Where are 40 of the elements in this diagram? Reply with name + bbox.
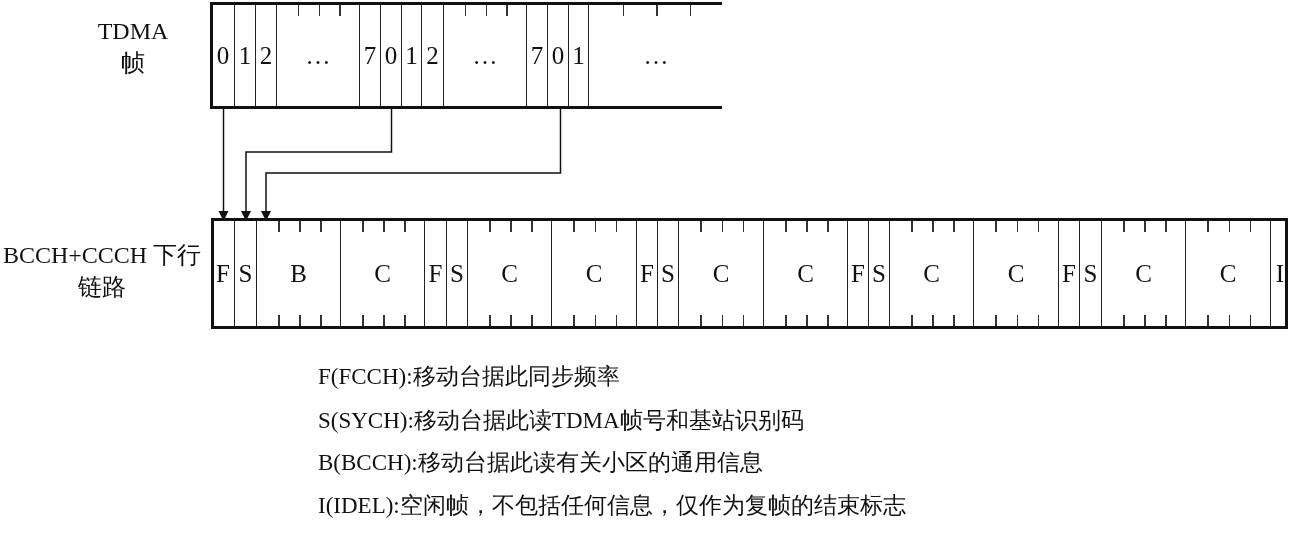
time-slot-cell: … xyxy=(444,5,527,106)
time-slot-cell: 0 xyxy=(548,5,569,106)
time-slot-cell: 7 xyxy=(360,5,381,106)
time-slot-cell: F xyxy=(425,221,447,326)
time-slot-cell: 7 xyxy=(527,5,548,106)
time-slot-cell: F xyxy=(212,221,235,326)
time-slot-cell: C xyxy=(341,221,425,326)
time-slot-cell: C xyxy=(1186,221,1271,326)
time-slot-cell: 0 xyxy=(381,5,402,106)
legend-note: B(BCCH):移动台据此读有关小区的通用信息 xyxy=(318,449,763,477)
time-slot-cell: B xyxy=(257,221,341,326)
time-slot-cell: C xyxy=(679,221,764,326)
time-slot-cell: F xyxy=(637,221,658,326)
time-slot-cell: 2 xyxy=(256,5,277,106)
time-slot-cell: … xyxy=(277,5,360,106)
time-slot-cell: 0 xyxy=(212,5,235,106)
time-slot-cell: F xyxy=(1059,221,1080,326)
time-slot-cell: C xyxy=(468,221,552,326)
time-slot-cell: S xyxy=(235,221,257,326)
legend-note: F(FCCH):移动台据此同步频率 xyxy=(318,363,620,391)
time-slot-cell: C xyxy=(552,221,637,326)
time-slot-cell: 1 xyxy=(235,5,256,106)
time-slot-cell: 1 xyxy=(569,5,589,106)
time-slot-cell: C xyxy=(890,221,974,326)
time-slot-cell: … xyxy=(589,5,723,106)
legend-note: S(SYCH):移动台据此读TDMA帧号和基站识别码 xyxy=(318,407,804,435)
time-slot-cell: 1 xyxy=(402,5,422,106)
frame-label: TDMA 帧 xyxy=(96,17,170,78)
time-slot-cell: I xyxy=(1271,221,1289,326)
time-slot-cell: C xyxy=(764,221,848,326)
time-slot-cell: 2 xyxy=(422,5,444,106)
time-slot-cell: S xyxy=(658,221,679,326)
time-slot-cell: S xyxy=(447,221,468,326)
time-slot-cell: S xyxy=(869,221,890,326)
time-slot-cell: F xyxy=(848,221,869,326)
frame-label: BCCH+CCCH 下行链路 xyxy=(2,241,202,302)
time-slot-cell: S xyxy=(1080,221,1102,326)
legend-note: I(IDEL):空闲帧，不包括任何信息，仅作为复帧的结束标志 xyxy=(318,492,906,520)
time-slot-cell: C xyxy=(1102,221,1186,326)
time-slot-cell: C xyxy=(974,221,1059,326)
